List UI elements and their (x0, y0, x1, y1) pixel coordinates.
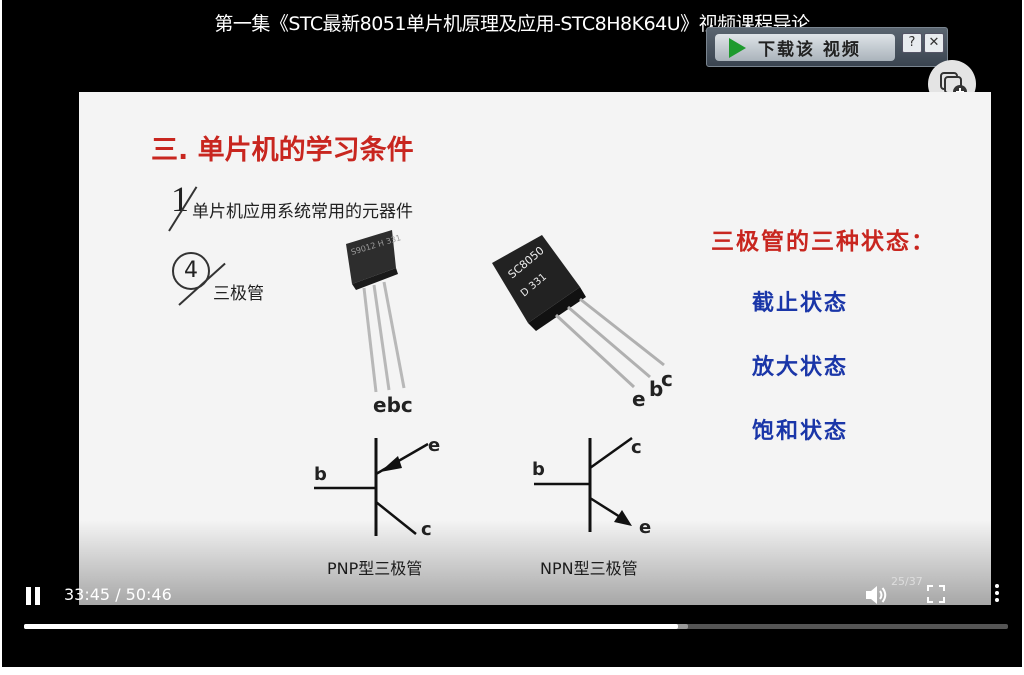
page-counter: 25/37 (891, 575, 923, 588)
state-item: 放大状态 (752, 354, 849, 380)
volume-icon (866, 586, 887, 604)
more-options-button[interactable] (994, 584, 1000, 606)
npn-e-label: e (639, 517, 652, 538)
state-item: 饱和状态 (752, 418, 849, 444)
pnp-c-label: c (421, 519, 432, 540)
video-title: 第一集《STC最新8051单片机原理及应用-STC8H8K64U》视频课程导论 (214, 13, 810, 35)
item-text: 单片机应用系统常用的元器件 (192, 202, 413, 222)
download-toolbar: 下载该 视频 ? ✕ (706, 27, 948, 67)
fullscreen-button[interactable] (927, 585, 945, 603)
video-frame-slide: 三. 单片机的学习条件 1 单片机应用系统常用的元器件 4 三极管 S9012 … (79, 92, 991, 605)
pnp-e-label: e (428, 435, 441, 456)
sub-item-text: 三极管 (213, 284, 264, 304)
play-triangle-icon (729, 37, 746, 58)
transistor-photo-right: SC8050 D 331 (492, 235, 665, 389)
state-item: 截止状态 (752, 290, 849, 316)
pin-label-right: b (649, 377, 664, 401)
item-number: 1 (171, 179, 189, 219)
pause-icon (26, 587, 31, 605)
pin-label-left: ebc (373, 393, 413, 417)
states-title: 三极管的三种状态： (711, 228, 936, 255)
npn-symbol (534, 436, 633, 532)
help-button[interactable]: ? (902, 33, 922, 53)
npn-b-label: b (532, 459, 545, 480)
more-vertical-icon (995, 584, 999, 588)
pnp-b-label: b (314, 464, 327, 485)
volume-button[interactable] (864, 583, 890, 607)
pin-label-right: e (632, 387, 646, 411)
time-display: 33:45 / 50:46 (64, 585, 172, 604)
close-button[interactable]: ✕ (924, 33, 944, 53)
progress-bar[interactable] (24, 624, 1008, 629)
pause-button[interactable] (24, 587, 42, 605)
more-vertical-icon (995, 591, 999, 595)
transistor-photo-left: S9012 H 331 (346, 230, 406, 393)
download-video-button[interactable]: 下载该 视频 (715, 34, 895, 61)
progress-played (24, 624, 679, 629)
sub-item-number: 4 (172, 252, 210, 290)
pnp-caption: PNP型三极管 (327, 559, 423, 578)
slide-title: 三. 单片机的学习条件 (151, 135, 414, 166)
npn-caption: NPN型三极管 (540, 559, 638, 578)
download-video-label: 下载该 视频 (758, 40, 861, 60)
more-vertical-icon (995, 598, 999, 602)
pause-icon (35, 587, 40, 605)
pin-label-right: c (661, 367, 673, 391)
fullscreen-icon (927, 585, 945, 603)
npn-c-label: c (631, 437, 642, 458)
